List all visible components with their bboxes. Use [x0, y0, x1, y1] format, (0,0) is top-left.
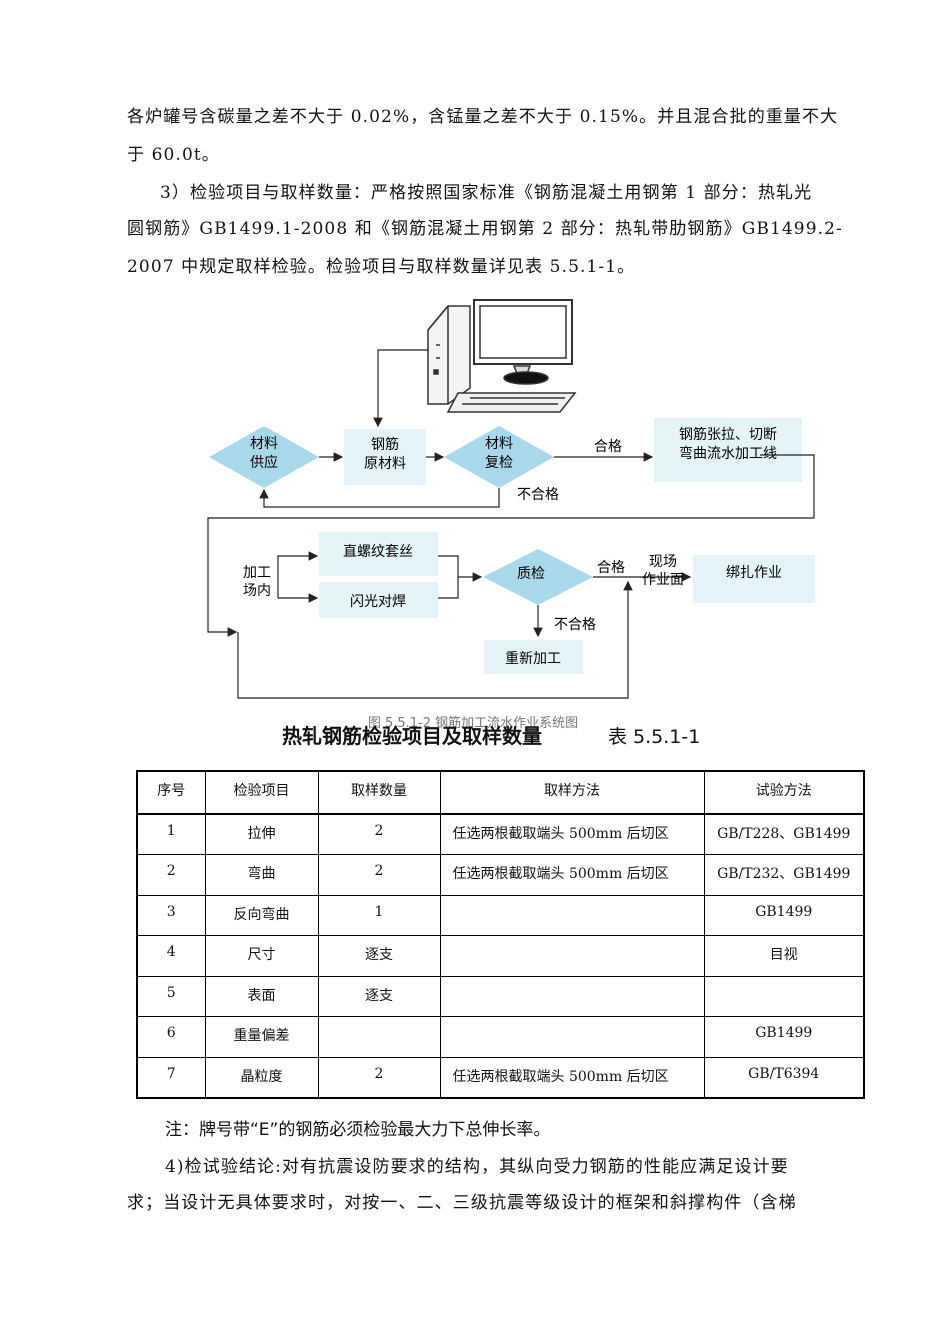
table-cell: 2 — [317, 1056, 441, 1098]
table-cell: 重量偏差 — [204, 1016, 319, 1058]
processing-line-node — [654, 418, 802, 482]
table-cell: 晶粒度 — [204, 1056, 319, 1098]
table-cell: 1 — [136, 813, 206, 855]
thread-node — [319, 532, 438, 576]
table-note: 注：牌号带“E”的钢筋必须检验最大力下总伸长率。 — [165, 1120, 551, 1140]
table-cell: 反向弯曲 — [204, 894, 319, 936]
fail-label: 不合格 — [554, 617, 596, 633]
yard-label: 场内 — [243, 583, 271, 599]
table-cell: 2 — [317, 854, 441, 896]
table-cell — [439, 894, 705, 936]
rework-node — [484, 640, 583, 674]
table-cell: GB/T6394 — [703, 1056, 865, 1098]
quality-check-node — [483, 549, 593, 605]
recheck-label: 材料 — [485, 436, 513, 452]
table-cell: GB1499 — [703, 1016, 865, 1058]
table-cell: 2 — [317, 813, 441, 855]
processing-line-label: 弯曲流水加工线 — [679, 445, 777, 462]
header-cell: 取样方法 — [439, 770, 705, 815]
table-header-row: 序号 检验项目 取样数量 取样方法 试验方法 — [136, 770, 865, 815]
pass-label: 合格 — [594, 439, 622, 455]
table-cell: GB1499 — [703, 894, 865, 936]
table-row: 4 尺寸 逐支 目视 — [136, 935, 865, 977]
table-cell: 1 — [317, 894, 441, 936]
table-cell: GB/T228、GB1499 — [703, 813, 865, 855]
supply-label: 材料 — [250, 436, 278, 452]
table-cell: 任选两根截取端头 500mm 后切区 — [439, 1056, 705, 1098]
site-label: 现场 — [649, 554, 677, 570]
computer-icon — [427, 299, 577, 413]
table-cell — [317, 1016, 441, 1058]
table-cell: 2 — [136, 854, 206, 896]
paragraph-line: 求；当设计无具体要求时，对按一、二、三级抗震等级设计的框架和斜撑构件（含梯 — [127, 1193, 797, 1213]
table-row: 7 晶粒度 2 任选两根截取端头 500mm 后切区 GB/T6394 — [136, 1056, 865, 1098]
table-cell: 拉伸 — [204, 813, 319, 855]
table-row: 3 反向弯曲 1 GB1499 — [136, 894, 865, 936]
binding-node — [693, 555, 815, 603]
figure-caption: 图 5.5.1-2 钢筋加工流水作业系统图 — [368, 715, 578, 731]
table-cell — [703, 975, 865, 1017]
table-row: 2 弯曲 2 任选两根截取端头 500mm 后切区 GB/T232、GB1499 — [136, 854, 865, 896]
paragraph-line: 圆钢筋》GB1499.1-2008 和《钢筋混凝土用钢第 2 部分：热轧带肋钢筋… — [127, 219, 843, 239]
pass-label: 合格 — [597, 560, 625, 576]
paragraph-line: 于 60.0t。 — [127, 145, 220, 165]
table-cell: GB/T232、GB1499 — [703, 854, 865, 896]
table-row: 5 表面 逐支 — [136, 975, 865, 1017]
yard-label: 加工 — [243, 565, 271, 581]
table-number: 表 5.5.1-1 — [608, 726, 701, 748]
process-flowchart: 材料 供应 钢筋 原材料 材料 复检 合格 不合格 钢筋张拉、切断 弯曲流水加工… — [207, 299, 815, 731]
rework-label: 重新加工 — [505, 651, 561, 667]
table-cell: 尺寸 — [204, 935, 319, 977]
table-cell — [439, 935, 705, 977]
table-cell: 任选两根截取端头 500mm 后切区 — [439, 854, 705, 896]
table-cell — [439, 1016, 705, 1058]
fail-label: 不合格 — [517, 487, 559, 503]
table-cell: 表面 — [204, 975, 319, 1017]
paragraph-line: 4)检试验结论:对有抗震设防要求的结构，其纵向受力钢筋的性能应满足设计要 — [165, 1157, 789, 1177]
table-cell: 6 — [136, 1016, 206, 1058]
header-cell: 检验项目 — [204, 770, 319, 815]
raw-material-label: 原材料 — [364, 456, 406, 472]
table-cell: 任选两根截取端头 500mm 后切区 — [439, 813, 705, 855]
site-label: 作业面 — [642, 572, 684, 588]
inspection-table: 序号 检验项目 取样数量 取样方法 试验方法 1 拉伸 2 任选两根截取端头 5… — [136, 770, 865, 1099]
raw-material-label: 钢筋 — [371, 436, 399, 453]
material-supply-node — [209, 426, 319, 488]
table-cell: 逐支 — [317, 975, 441, 1017]
table-row: 6 重量偏差 GB1499 — [136, 1016, 865, 1058]
quality-label: 质检 — [517, 566, 545, 582]
paragraph-line: 3）检验项目与取样数量：严格按照国家标准《钢筋混凝土用钢第 1 部分：热轧光 — [160, 183, 813, 203]
flash-weld-node — [319, 582, 438, 618]
table-cell: 3 — [136, 894, 206, 936]
header-cell: 试验方法 — [703, 770, 865, 815]
table-cell: 逐支 — [317, 935, 441, 977]
binding-label: 绑扎作业 — [726, 565, 782, 581]
table-cell: 目视 — [703, 935, 865, 977]
table-row: 1 拉伸 2 任选两根截取端头 500mm 后切区 GB/T228、GB1499 — [136, 813, 865, 855]
table-title: 热轧钢筋检验项目及取样数量 — [282, 724, 542, 748]
recheck-label: 复检 — [485, 454, 513, 471]
paragraph-line: 2007 中规定取样检验。检验项目与取样数量详见表 5.5.1-1。 — [127, 257, 636, 277]
header-cell: 取样数量 — [317, 770, 441, 815]
thread-label: 直螺纹套丝 — [343, 543, 413, 560]
table-cell: 4 — [136, 935, 206, 977]
table-cell: 7 — [136, 1056, 206, 1098]
table-cell — [439, 975, 705, 1017]
supply-label: 供应 — [250, 454, 278, 471]
flash-weld-label: 闪光对焊 — [350, 594, 406, 610]
header-cell: 序号 — [136, 770, 206, 815]
raw-material-node — [344, 429, 426, 485]
processing-line-label: 钢筋张拉、切断 — [679, 426, 777, 443]
table-cell: 5 — [136, 975, 206, 1017]
paragraph-line: 各炉罐号含碳量之差不大于 0.02%，含锰量之差不大于 0.15%。并且混合批的… — [127, 107, 839, 127]
material-recheck-node — [444, 426, 554, 488]
table-cell: 弯曲 — [204, 854, 319, 896]
